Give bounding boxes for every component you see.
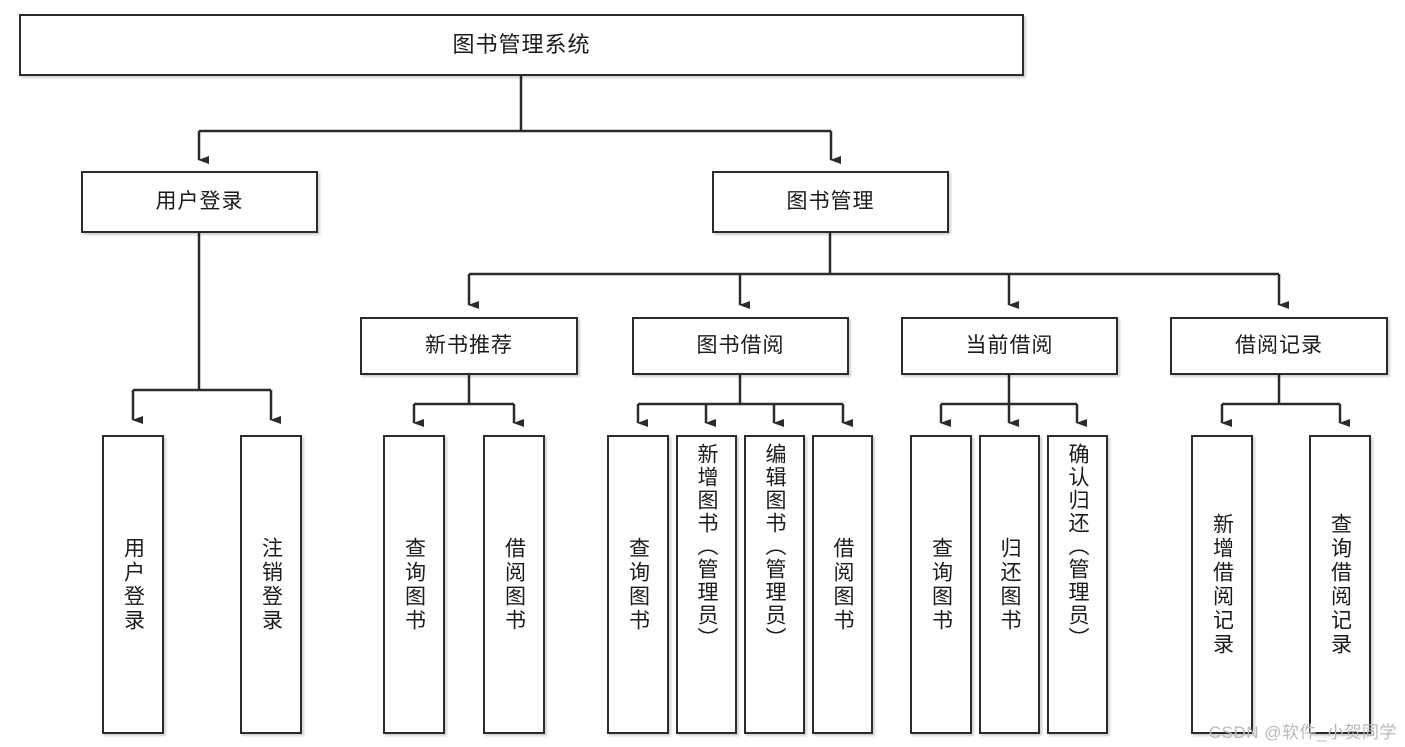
node-label: 用户登录 <box>121 536 145 633</box>
node-leaf-edit-book[interactable]: 编辑图书（管理员） <box>744 435 805 734</box>
node-book-borrow[interactable]: 图书借阅 <box>632 317 849 375</box>
node-label: 新增图书（管理员） <box>695 443 719 650</box>
node-label: 新书推荐 <box>425 333 513 357</box>
watermark-text: CSDN @软件_小贺同学 <box>1208 723 1397 742</box>
node-leaf-user-login[interactable]: 用户登录 <box>102 435 164 734</box>
node-leaf-borrow-book-2[interactable]: 借阅图书 <box>812 435 873 734</box>
node-label: 注销登录 <box>259 536 283 633</box>
node-user-login[interactable]: 用户登录 <box>81 171 318 233</box>
node-label: 图书管理 <box>786 189 875 213</box>
node-leaf-query-record[interactable]: 查询借阅记录 <box>1309 435 1371 734</box>
node-label: 图书借阅 <box>696 333 785 357</box>
node-label: 借阅图书 <box>502 536 526 633</box>
node-label: 当前借阅 <box>965 333 1054 357</box>
node-leaf-query-book-3[interactable]: 查询图书 <box>910 435 972 734</box>
node-borrow-record[interactable]: 借阅记录 <box>1170 317 1388 375</box>
node-label: 借阅记录 <box>1235 333 1323 357</box>
node-label: 用户登录 <box>155 189 244 213</box>
node-leaf-query-book-2[interactable]: 查询图书 <box>607 435 669 734</box>
node-leaf-user-logout[interactable]: 注销登录 <box>240 435 302 734</box>
node-leaf-add-book[interactable]: 新增图书（管理员） <box>676 435 737 734</box>
node-label: 确认归还（管理员） <box>1066 443 1090 650</box>
node-label: 借阅图书 <box>831 536 855 633</box>
node-label: 查询图书 <box>402 536 426 633</box>
node-label: 编辑图书（管理员） <box>763 443 787 650</box>
node-new-book-recommend[interactable]: 新书推荐 <box>360 317 578 375</box>
node-leaf-query-book-1[interactable]: 查询图书 <box>383 435 445 734</box>
node-leaf-confirm-return[interactable]: 确认归还（管理员） <box>1047 435 1108 734</box>
node-label: 查询图书 <box>929 536 953 633</box>
node-label: 归还图书 <box>998 536 1022 633</box>
node-leaf-add-record[interactable]: 新增借阅记录 <box>1191 435 1253 734</box>
node-book-management[interactable]: 图书管理 <box>712 171 949 233</box>
node-label: 查询借阅记录 <box>1328 512 1352 657</box>
node-leaf-borrow-book-1[interactable]: 借阅图书 <box>483 435 545 734</box>
node-label: 图书管理系统 <box>452 32 591 58</box>
node-book-management-system[interactable]: 图书管理系统 <box>19 14 1024 76</box>
node-label: 新增借阅记录 <box>1210 512 1234 657</box>
node-leaf-return-book[interactable]: 归还图书 <box>979 435 1040 734</box>
node-current-borrow[interactable]: 当前借阅 <box>901 317 1118 375</box>
node-label: 查询图书 <box>626 536 650 633</box>
